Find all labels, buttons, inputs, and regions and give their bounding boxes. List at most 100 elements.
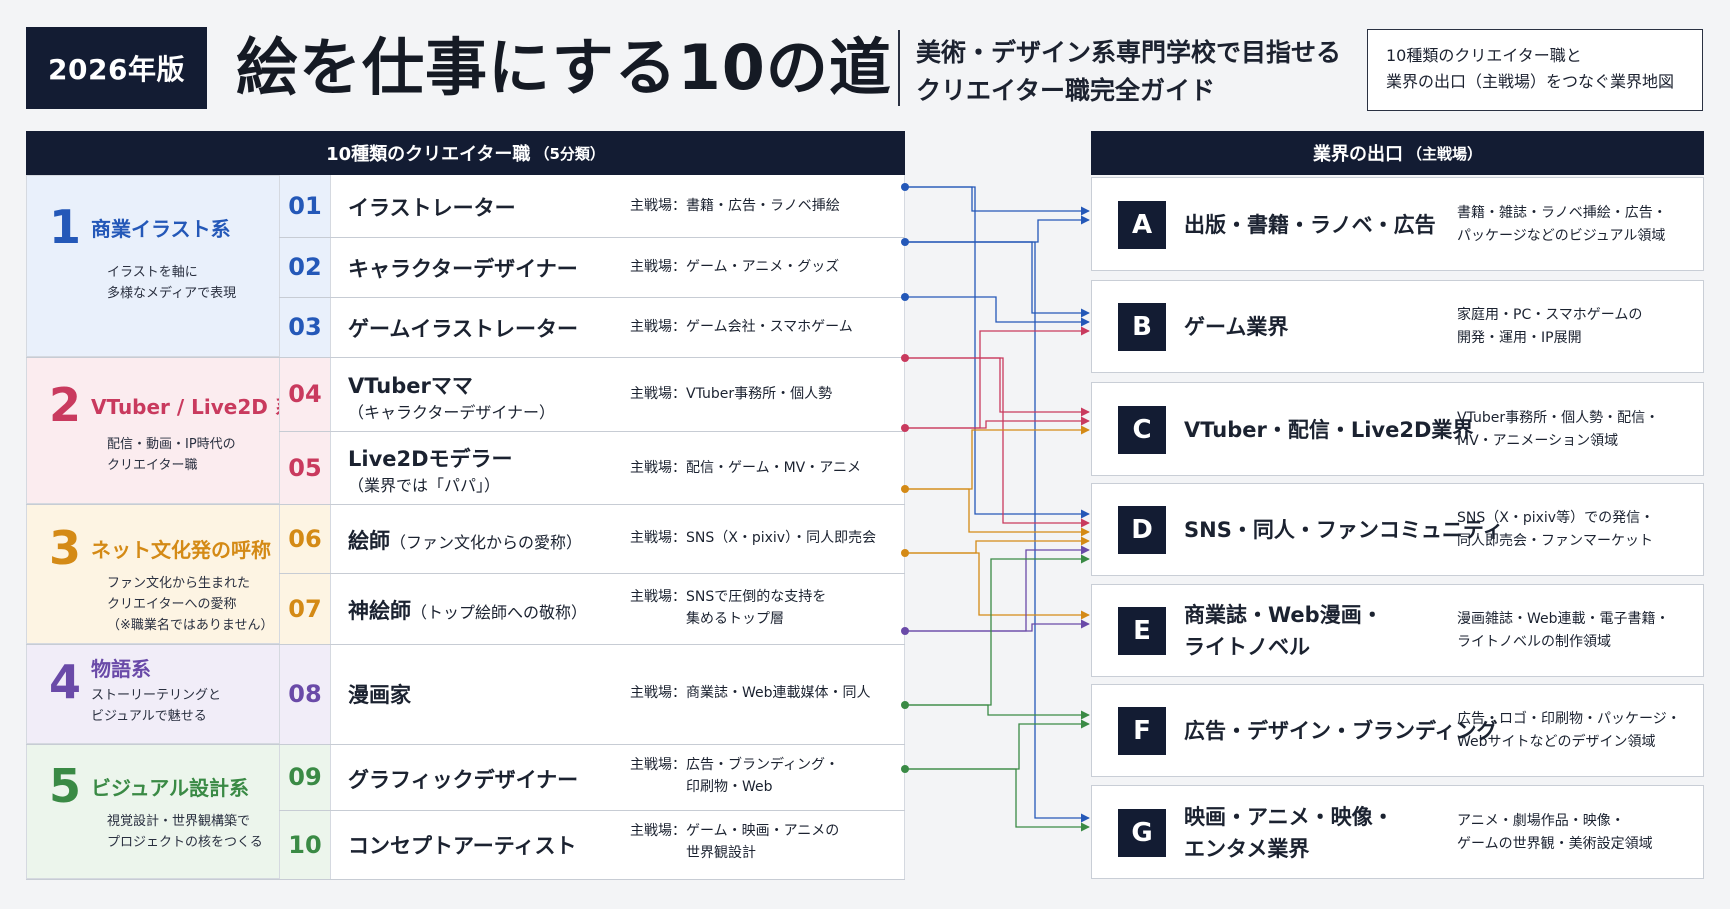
- job-field: 主戦場：配信・ゲーム・MV・アニメ: [630, 460, 861, 476]
- category-desc-1: イラストを軸に: [107, 265, 198, 280]
- row-divider: [279, 297, 905, 298]
- job-row-graphic-designer: グラフィックデザイナー 主戦場：広告・ブランディング・ 印刷物・Web: [331, 744, 905, 810]
- industry-letter: E: [1118, 607, 1166, 655]
- job-number: 01: [279, 175, 331, 237]
- subtitle-line-2: クリエイター職完全ガイド: [916, 76, 1216, 105]
- connection-04-to-c: [905, 357, 1090, 417]
- category-desc-2: クリエイター職: [107, 458, 198, 473]
- industry-letter: G: [1118, 809, 1166, 857]
- note-line-2: 業界の出口（主戦場）をつなぐ業界地図: [1386, 72, 1675, 91]
- row-divider: [279, 431, 905, 432]
- panel-bottom-border: [26, 879, 905, 880]
- industry-letter: F: [1118, 707, 1166, 755]
- connection-02-to-a: [905, 215, 1090, 243]
- category-desc-3: （※職業名ではありません）: [107, 618, 274, 633]
- connection-02-to-g: [905, 241, 1090, 823]
- category-number: 3: [49, 521, 82, 575]
- job-name: グラフィックデザイナー: [348, 768, 579, 792]
- category-desc-1: ストーリーテリングと: [91, 688, 222, 703]
- job-name: Live2Dモデラー: [348, 447, 513, 471]
- industry-name: VTuber・配信・Live2D業界: [1184, 418, 1474, 442]
- connection-origin-09: [901, 701, 909, 709]
- job-field-line-1: 主戦場：ゲーム・映画・アニメの: [630, 823, 840, 839]
- connection-01-to-d: [905, 186, 1090, 519]
- industry-card-e: E 商業誌・Web漫画・ ライトノベル 漫画雑誌・Web連載・電子書籍・ ライト…: [1091, 584, 1704, 677]
- industry-card-d: D SNS・同人・ファンコミュニティ SNS（X・pixiv等）での発信・ 同人…: [1091, 483, 1704, 576]
- industry-desc-line-1: 書籍・雑誌・ラノベ挿絵・広告・: [1457, 205, 1667, 221]
- connection-04-to-d: [905, 357, 1090, 528]
- job-number: 06: [279, 504, 331, 573]
- job-field-line-2: 印刷物・Web: [630, 779, 773, 795]
- industry-desc: アニメ・劇場作品・映像・ ゲームの世界観・美術設定領域: [1457, 810, 1653, 856]
- connection-07-to-e: [905, 552, 1090, 620]
- industry-name-line-1: 商業誌・Web漫画・: [1184, 603, 1383, 627]
- job-field: 主戦場：SNSで圧倒的な支持を 集めるトップ層: [630, 586, 826, 630]
- connection-origin-03: [901, 293, 909, 301]
- title-divider: [898, 30, 900, 106]
- connection-06-to-c: [905, 425, 1090, 490]
- category-desc-2: ビジュアルで魅せる: [91, 709, 207, 724]
- category-desc-1: 配信・動画・IP時代の: [107, 437, 236, 452]
- job-field: 主戦場：広告・ブランディング・ 印刷物・Web: [630, 754, 839, 798]
- job-row-game-illustrator: ゲームイラストレーター 主戦場：ゲーム会社・スマホゲーム: [331, 297, 905, 357]
- industries-panel-heading: 業界の出口（主戦場）: [1091, 131, 1704, 175]
- industry-desc: SNS（X・pixiv等）での発信・ 同人即売会・ファンマーケット: [1457, 507, 1654, 553]
- job-field-line-1: 主戦場：SNSで圧倒的な支持を: [630, 589, 827, 605]
- job-field: 主戦場：書籍・広告・ラノベ挿絵: [630, 198, 840, 214]
- job-name-main: 絵師: [348, 529, 390, 553]
- connection-05-to-b: [905, 326, 1090, 429]
- category-vtuber-live2d: 2 VTuber / Live2D 系 配信・動画・IP時代の クリエイター職: [26, 357, 295, 504]
- category-name: 商業イラスト系: [91, 216, 231, 241]
- connection-origin-02: [901, 238, 909, 246]
- industry-desc-line-2: パッケージなどのビジュアル領域: [1457, 228, 1666, 244]
- industry-card-c: C VTuber・配信・Live2D業界 VTuber事務所・個人勢・配信・ M…: [1091, 382, 1704, 476]
- category-number: 1: [49, 200, 82, 254]
- job-number: 03: [279, 297, 331, 357]
- category-divider: [26, 744, 905, 745]
- connection-origin-10: [901, 765, 909, 773]
- category-desc-2: クリエイターへの愛称: [107, 597, 237, 612]
- job-number: 04: [279, 357, 331, 431]
- industry-desc-line-1: VTuber事務所・個人勢・配信・: [1457, 410, 1660, 426]
- row-divider: [279, 573, 905, 574]
- category-desc-1: 視覚設計・世界観構築で: [107, 814, 251, 829]
- category-desc-2: プロジェクトの核をつくる: [107, 835, 263, 850]
- connection-08-to-d: [905, 545, 1090, 632]
- job-field-line-1: 主戦場：広告・ブランディング・: [630, 757, 840, 773]
- industry-desc-line-2: ライトノベルの制作領域: [1457, 634, 1611, 650]
- industry-name: 広告・デザイン・ブランディング: [1184, 719, 1498, 743]
- job-sub: （キャラクターデザイナー）: [348, 403, 556, 422]
- row-divider: [279, 237, 905, 238]
- category-net-culture: 3 ネット文化発の呼称 ファン文化から生まれた クリエイターへの愛称 （※職業名…: [26, 504, 279, 644]
- job-field: 主戦場：ゲーム・映画・アニメの 世界観設計: [630, 820, 839, 864]
- connection-08-to-e: [905, 619, 1090, 632]
- connection-05-to-c: [905, 416, 1090, 429]
- job-number: 10: [279, 810, 331, 879]
- industry-letter: C: [1118, 406, 1166, 454]
- industry-name: 出版・書籍・ラノベ・広告: [1184, 213, 1436, 237]
- category-number: 4: [49, 655, 82, 709]
- job-row-vtuber-mama: VTuberママ （キャラクターデザイナー） 主戦場：VTuber事務所・個人勢: [331, 357, 905, 431]
- industry-desc-line-2: 開発・運用・IP展開: [1457, 330, 1582, 346]
- category-number: 5: [49, 759, 82, 813]
- job-name: イラストレーター: [348, 196, 516, 220]
- job-field: 主戦場：ゲーム・アニメ・グッズ: [630, 259, 840, 275]
- industry-name: 商業誌・Web漫画・ ライトノベル: [1184, 599, 1383, 663]
- industry-desc-line-2: Webサイトなどのデザイン領域: [1457, 734, 1656, 750]
- industry-desc: VTuber事務所・個人勢・配信・ MV・アニメーション領域: [1457, 407, 1659, 453]
- job-field: 主戦場：ゲーム会社・スマホゲーム: [630, 319, 853, 335]
- connection-06-to-d: [905, 488, 1090, 537]
- industry-desc-line-1: SNS（X・pixiv等）での発信・: [1457, 510, 1655, 526]
- job-row-concept-artist: コンセプトアーティスト 主戦場：ゲーム・映画・アニメの 世界観設計: [331, 810, 905, 879]
- category-name: 物語系: [91, 657, 152, 681]
- industry-desc: 漫画雑誌・Web連載・電子書籍・ ライトノベルの制作領域: [1457, 608, 1670, 654]
- job-number: 07: [279, 573, 331, 644]
- industry-name: ゲーム業界: [1184, 315, 1289, 339]
- connection-origin-04: [901, 354, 909, 362]
- category-number: 2: [49, 378, 82, 432]
- category-story: 4 物語系 ストーリーテリングと ビジュアルで魅せる: [26, 644, 279, 744]
- job-row-live2d-modeler: Live2Dモデラー （業界では「パパ」） 主戦場：配信・ゲーム・MV・アニメ: [331, 431, 905, 504]
- connection-origin-06: [901, 485, 909, 493]
- category-desc-2: 多様なメディアで表現: [107, 286, 237, 301]
- connection-03-to-b: [905, 296, 1090, 327]
